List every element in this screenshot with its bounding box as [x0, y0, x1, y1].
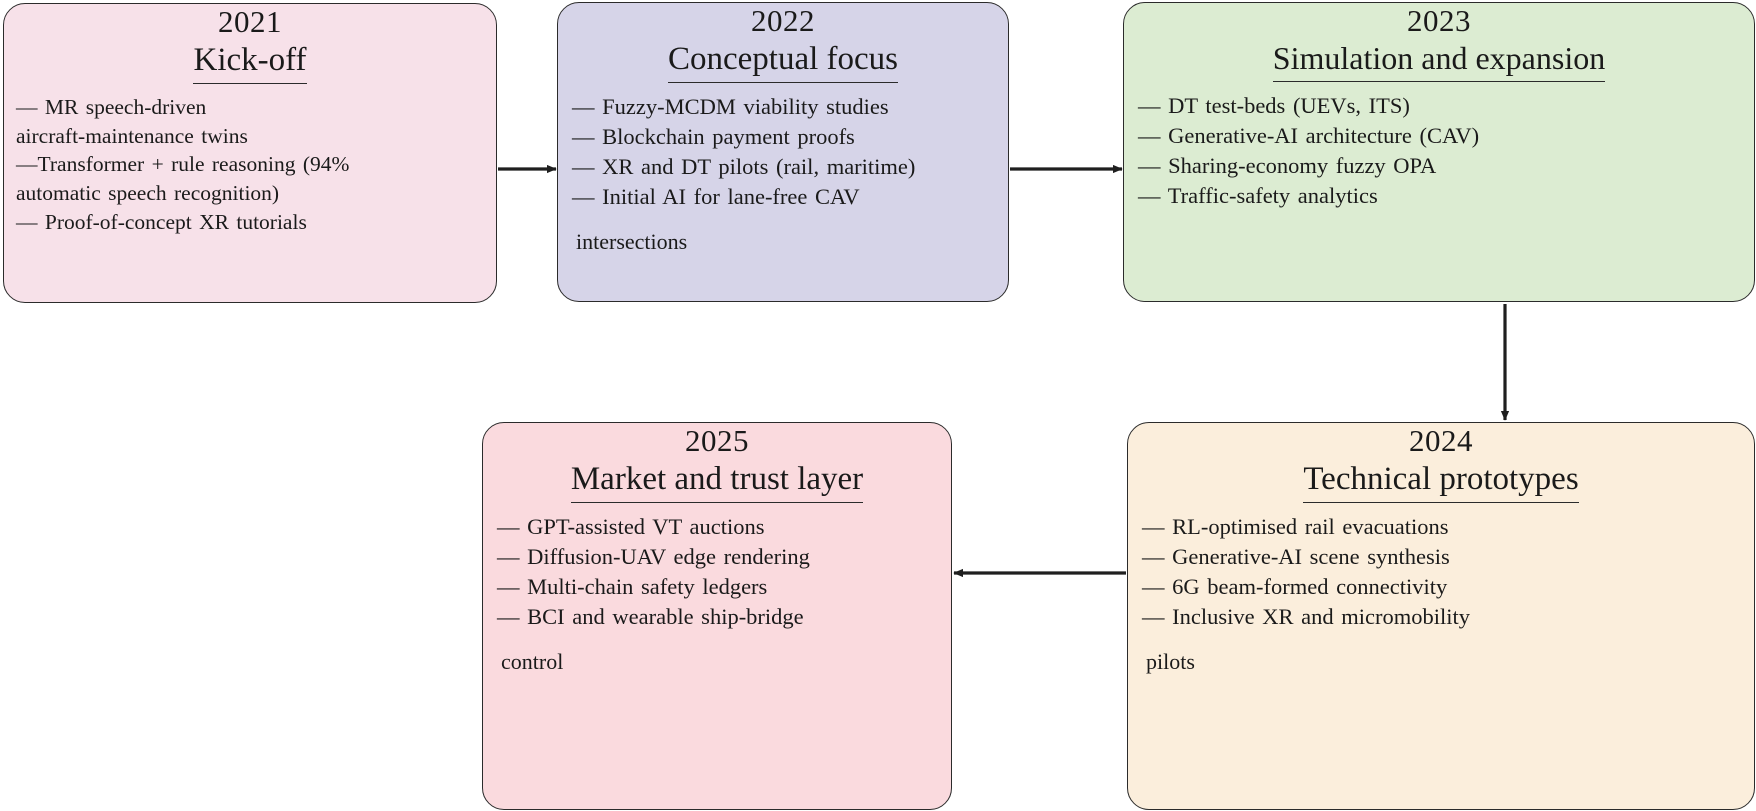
list-item: — Diffusion-UAV edge rendering: [497, 544, 810, 570]
node-2021-year: 2021: [218, 4, 282, 39]
list-item: — Sharing-economy fuzzy OPA: [1138, 152, 1437, 178]
list-item: — GPT-assisted VT auctions: [497, 514, 765, 540]
node-2024-bullets: — RL-optimised rail evacuations — Genera…: [1128, 512, 1754, 632]
list-item: — Generative-AI scene synthesis: [1142, 544, 1450, 570]
node-2022[interactable]: 2022 Conceptual focus — Fuzzy-MCDM viabi…: [557, 2, 1009, 302]
node-2024-header: 2024 Technical prototypes: [1128, 423, 1754, 504]
node-2025[interactable]: 2025 Market and trust layer — GPT-assist…: [482, 422, 952, 810]
node-2025-title: Market and trust layer: [570, 459, 864, 504]
node-2025-header: 2025 Market and trust layer: [483, 423, 951, 504]
node-2023-header: 2023 Simulation and expansion: [1124, 3, 1754, 82]
list-item: — Traffic-safety analytics: [1138, 182, 1378, 208]
list-item: — Inclusive XR and micromobility: [1142, 603, 1470, 629]
node-2022-bullets: — Fuzzy-MCDM viability studies — Blockch…: [558, 92, 1008, 212]
node-2023[interactable]: 2023 Simulation and expansion — DT test-…: [1123, 2, 1755, 302]
node-2021[interactable]: 2021 Kick-off — MR speech-driven aircraf…: [3, 3, 497, 303]
node-2022-continuation: intersections: [576, 228, 688, 254]
list-item: — Fuzzy-MCDM viability studies: [572, 94, 889, 120]
list-item: — XR and DT pilots (rail, maritime): [572, 154, 916, 180]
node-2021-bullets: — MR speech-driven aircraft-maintenance …: [4, 93, 496, 236]
node-2022-header: 2022 Conceptual focus: [558, 3, 1008, 84]
node-2024-continuation: pilots: [1146, 648, 1195, 674]
node-2025-continuation: control: [501, 648, 564, 674]
list-item: — Proof-of-concept XR tutorials: [16, 209, 307, 234]
node-2023-bullets: — DT test-beds (UEVs, ITS) — Generative-…: [1124, 91, 1754, 211]
list-item: — Multi-chain safety ledgers: [497, 574, 768, 600]
list-item: automatic speech recognition): [16, 180, 280, 205]
node-2024-title: Technical prototypes: [1303, 459, 1579, 504]
list-item: — Generative-AI architecture (CAV): [1138, 122, 1480, 148]
node-2025-bullets: — GPT-assisted VT auctions — Diffusion-U…: [483, 512, 951, 632]
list-item: —Transformer + rule reasoning (94%: [16, 152, 350, 177]
list-item: — Blockchain payment proofs: [572, 124, 855, 150]
node-2023-title: Simulation and expansion: [1272, 39, 1606, 82]
list-item: — DT test-beds (UEVs, ITS): [1138, 92, 1410, 118]
list-item: — 6G beam-formed connectivity: [1142, 574, 1448, 600]
list-item: aircraft-maintenance twins: [16, 123, 248, 148]
node-2024-year: 2024: [1409, 423, 1473, 458]
node-2023-year: 2023: [1407, 3, 1471, 38]
node-2025-year: 2025: [685, 423, 749, 458]
list-item: — Initial AI for lane-free CAV: [572, 183, 860, 209]
node-2024[interactable]: 2024 Technical prototypes — RL-optimised…: [1127, 422, 1755, 810]
node-2021-header: 2021 Kick-off: [4, 4, 496, 85]
node-2021-title: Kick-off: [193, 40, 307, 85]
node-2022-title: Conceptual focus: [667, 39, 899, 84]
list-item: — BCI and wearable ship-bridge: [497, 603, 804, 629]
list-item: — RL-optimised rail evacuations: [1142, 514, 1449, 540]
node-2022-year: 2022: [751, 3, 815, 38]
list-item: — MR speech-driven: [16, 95, 207, 120]
